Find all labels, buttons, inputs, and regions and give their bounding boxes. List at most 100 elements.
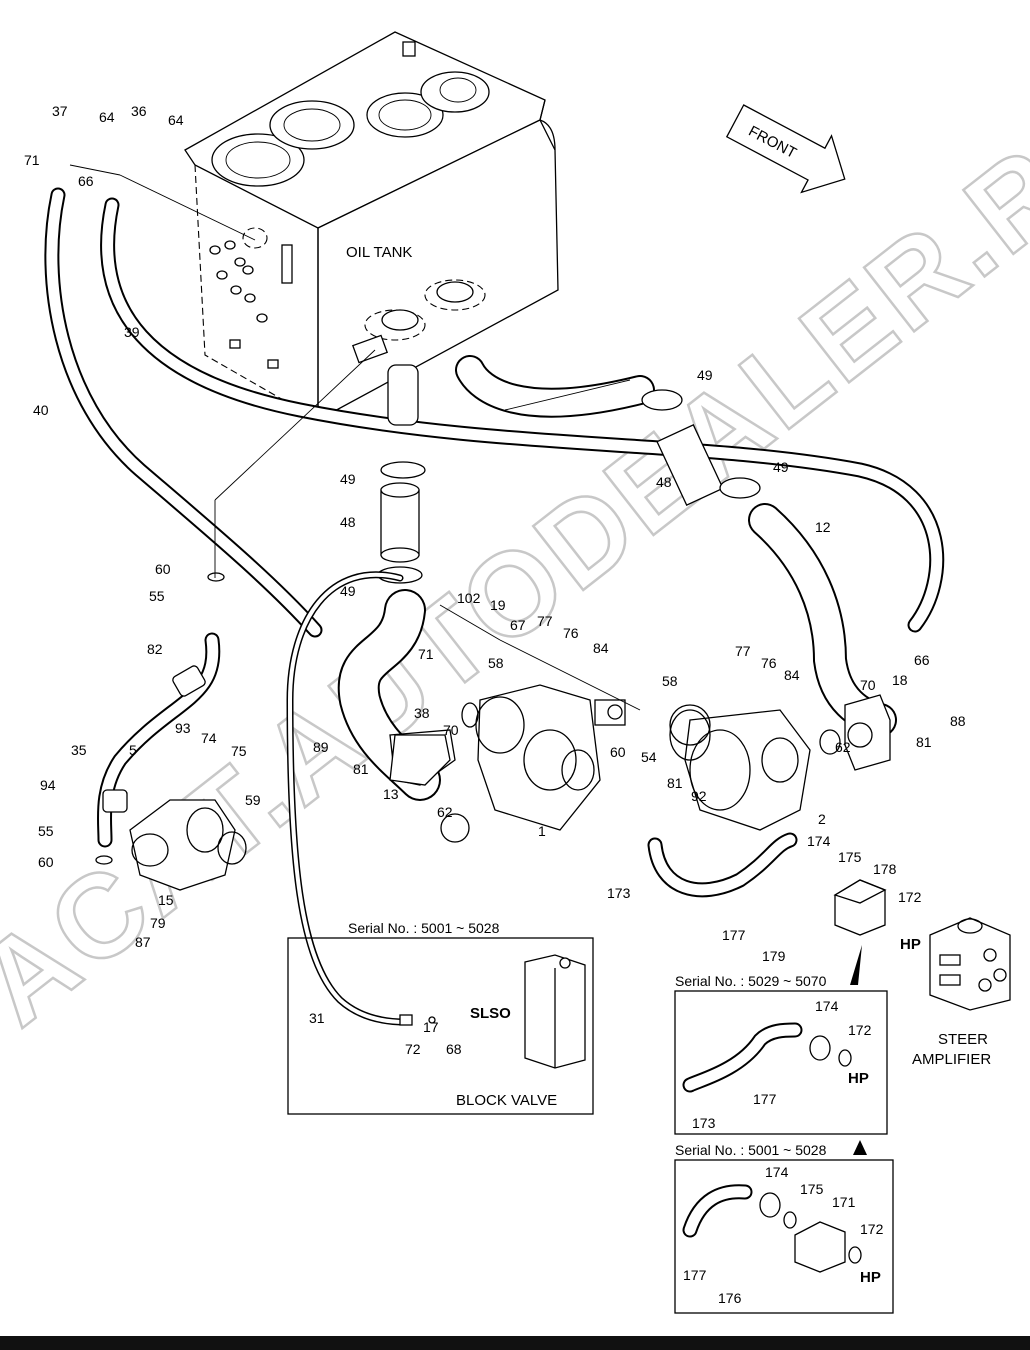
part-39: 39 — [124, 324, 140, 340]
part-64: 64 — [99, 109, 115, 125]
oil-tank: OIL TANK — [184, 31, 559, 422]
part-31: 31 — [309, 1010, 325, 1026]
part-89: 89 — [313, 739, 329, 755]
gear-pump — [669, 704, 811, 831]
inset-b-serial: Serial No. : 5001 ~ 5028 — [675, 1142, 827, 1158]
inset-b-175: 175 — [800, 1181, 824, 1197]
part-59: 59 — [245, 792, 261, 808]
part-177: 177 — [722, 927, 746, 943]
tank-side-ports — [209, 227, 293, 369]
pump-5 — [129, 799, 236, 891]
part-37: 37 — [52, 103, 68, 119]
part-13: 13 — [383, 786, 399, 802]
inset-b-171: 171 — [832, 1194, 856, 1210]
part-38: 38 — [414, 705, 430, 721]
part-55: 55 — [149, 588, 165, 604]
steer-label-2: AMPLIFIER — [912, 1051, 991, 1068]
hose-35 — [96, 632, 221, 848]
part-49d: 49 — [340, 583, 356, 599]
part-48b: 48 — [340, 514, 356, 530]
part-179: 179 — [762, 948, 786, 964]
bottom-bar — [0, 1336, 1030, 1350]
part-54: 54 — [641, 749, 657, 765]
tank-label: OIL TANK — [346, 244, 412, 261]
inset-block-port: SLSO — [470, 1005, 511, 1022]
part-77a: 77 — [537, 613, 553, 629]
part-40: 40 — [33, 402, 49, 418]
inset-a-173: 173 — [692, 1115, 716, 1131]
valve-178 — [833, 879, 887, 936]
part-76a: 76 — [563, 625, 579, 641]
part-70b: 70 — [860, 677, 876, 693]
inset-b-172: 172 — [860, 1221, 884, 1237]
part-76b: 76 — [761, 655, 777, 671]
inset-block-serial: Serial No. : 5001 ~ 5028 — [348, 920, 500, 936]
main-pump — [475, 684, 626, 831]
inset-a-174: 174 — [815, 998, 839, 1014]
part-49a: 49 — [697, 367, 713, 383]
part-92: 92 — [691, 788, 707, 804]
part-58a: 58 — [488, 655, 504, 671]
part-35: 35 — [71, 742, 87, 758]
inset-b-174: 174 — [765, 1164, 789, 1180]
inset-a-177: 177 — [753, 1091, 777, 1107]
part-19: 19 — [490, 597, 506, 613]
part-1: 1 — [538, 823, 546, 839]
part-174: 174 — [807, 833, 831, 849]
part-77b: 77 — [735, 643, 751, 659]
inset-b-hp: HP — [860, 1269, 881, 1286]
part-173: 173 — [607, 885, 631, 901]
part-70a: 70 — [443, 722, 459, 738]
inset-b-176: 176 — [718, 1290, 742, 1306]
part-75: 75 — [231, 743, 247, 759]
part-49c: 49 — [773, 459, 789, 475]
part-74: 74 — [201, 730, 217, 746]
inset-block-valve: Serial No. : 5001 ~ 5028 SLSO BLOCK VALV… — [287, 920, 594, 1115]
part-49b: 49 — [340, 471, 356, 487]
part-172: 172 — [898, 889, 922, 905]
inset-a-hp: HP — [848, 1070, 869, 1087]
inset-block-title: BLOCK VALVE — [456, 1092, 557, 1109]
part-102: 102 — [457, 590, 481, 606]
part-labels: 37 64 36 64 71 66 39 40 49 49 48 49 48 4… — [24, 103, 966, 1057]
part-79: 79 — [150, 915, 166, 931]
part-84b: 84 — [784, 667, 800, 683]
part-12: 12 — [815, 519, 831, 535]
leader-lines — [69, 164, 641, 711]
mount-block-88 — [844, 694, 891, 771]
part-60b: 60 — [610, 744, 626, 760]
part-72: 72 — [405, 1041, 421, 1057]
main-hp-label: HP — [900, 936, 921, 953]
part-81c: 81 — [667, 775, 683, 791]
inset-serial-b: Serial No. : 5001 ~ 5028 174 175 171 172… — [674, 1142, 894, 1314]
part-36: 36 — [131, 103, 147, 119]
part-88: 88 — [950, 713, 966, 729]
part-178: 178 — [873, 861, 897, 877]
part-62a: 62 — [437, 804, 453, 820]
part-175: 175 — [838, 849, 862, 865]
pointer-wedge-2 — [853, 1140, 867, 1155]
steer-amplifier — [929, 917, 1011, 1011]
inset-a-serial: Serial No. : 5029 ~ 5070 — [675, 973, 827, 989]
part-68: 68 — [446, 1041, 462, 1057]
pointer-wedge-1 — [850, 945, 862, 985]
front-arrow: FRONT — [725, 104, 846, 194]
inset-a-172: 172 — [848, 1022, 872, 1038]
part-84a: 84 — [593, 640, 609, 656]
part-58b: 58 — [662, 673, 678, 689]
part-62b: 62 — [835, 739, 851, 755]
part-17: 17 — [423, 1019, 439, 1035]
hose-40 — [44, 187, 323, 638]
o-rings — [95, 572, 841, 865]
part-94: 94 — [40, 777, 56, 793]
part-81b: 81 — [353, 761, 369, 777]
tank-outlets — [351, 279, 486, 364]
part-81a: 81 — [916, 734, 932, 750]
part-66b: 66 — [914, 652, 930, 668]
hose-31 — [286, 571, 409, 1026]
part-93: 93 — [175, 720, 191, 736]
part-60: 60 — [155, 561, 171, 577]
part-5: 5 — [129, 742, 137, 758]
hose-173 — [647, 832, 798, 898]
